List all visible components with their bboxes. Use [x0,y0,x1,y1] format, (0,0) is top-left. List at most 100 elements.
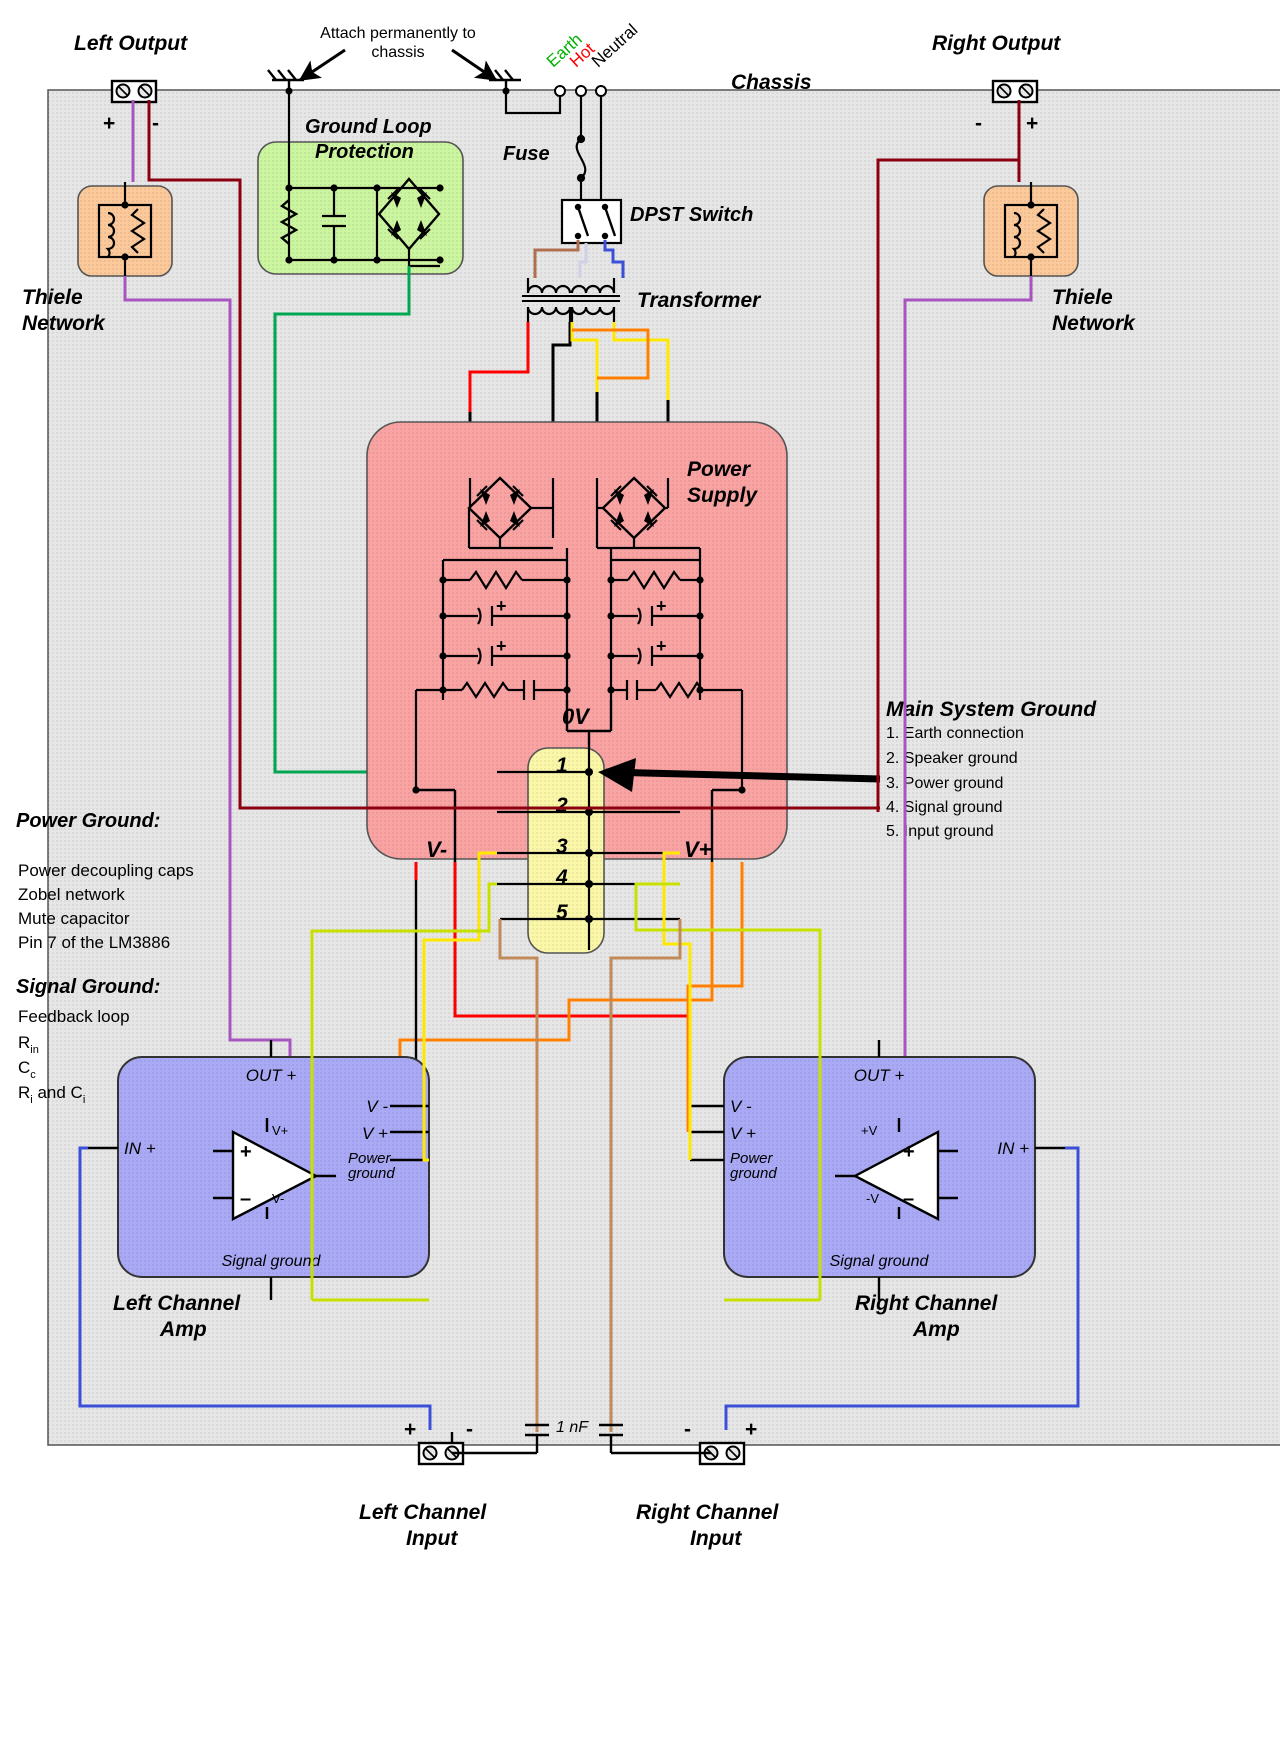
wire-pin5-input-ground-right [609,919,682,1432]
ground-bus-terminal-numbers: 1 2 3 4 5 [555,754,568,924]
left-amp-out-plus: OUT + [246,1066,297,1085]
left-opamp-vplus: V+ [272,1123,288,1138]
mains-terminals [554,85,607,97]
ground-terminal-3: 3 [556,835,568,858]
right-amp-out-plus: OUT + [854,1066,905,1085]
thiele-network-right [983,182,1079,298]
psu-right-caps-plus: + + [656,596,667,656]
main-system-ground-pointer [598,758,881,792]
left-amp-power-ground-2: ground [348,1165,395,1182]
right-amp-in-plus: IN + [997,1139,1029,1158]
main-ground-item-4: 4. Signal ground [886,799,1003,816]
ground-loop-nodes [285,184,444,264]
transformer-symbol [522,278,620,322]
right-amp-power-ground-1: Power [730,1150,774,1167]
left-amp-power-ground-1: Power [348,1150,392,1167]
thiele-left-label-1: Thiele [22,286,83,309]
dpst-switch-label: DPST Switch [630,204,753,226]
psu-bridge-left [467,476,555,550]
right-opamp-plus: + [903,1141,915,1163]
right-output-label: Right Output [932,32,1061,55]
ground-loop-circuit [279,91,441,268]
wire-right-input-blue [724,1146,1080,1430]
main-ground-title: Main System Ground [886,698,1097,721]
left-input-minus: - [466,1418,473,1441]
right-input-title-2: Input [690,1527,742,1550]
v-plus-label: V+ [684,837,712,862]
left-opamp-plus: + [240,1141,252,1163]
power-supply-label-1: Power [687,458,752,481]
thiele-right-label-2: Network [1052,312,1136,335]
left-output-plus: + [103,112,115,135]
wire-left-spk-minus [147,100,880,810]
switch-to-transformer-wires [533,240,625,278]
bottom-cap-1nf [525,1423,623,1448]
cap-right-1-plus: + [656,596,667,616]
chassis-ground-icon-left [267,69,304,95]
power-supply-label-2: Supply [687,484,758,507]
ground-terminal-1: 1 [556,754,568,777]
signal-ground-item-rin: Rin [18,1033,39,1056]
ground-loop-protection-block [257,141,464,275]
dpst-switch[interactable] [560,198,623,245]
mains-labels: Earth Hot Neutral [543,20,641,71]
fuse-label: Fuse [503,143,550,165]
left-output-minus: - [152,112,159,135]
right-amp-v-plus: V + [730,1124,756,1143]
right-input-title-1: Right Channel [636,1501,779,1524]
right-opamp-symbol [835,1118,958,1221]
psu-filter-left [414,548,569,790]
signal-ground-item-1: Feedback loop [18,1007,130,1026]
cap-right-2-plus: + [656,636,667,656]
signal-ground-item-ri-ci: Ri and Ci [18,1083,85,1106]
signal-ground-title: Signal Ground: [16,976,160,998]
main-ground-item-5: 5. Input ground [886,823,994,840]
v-minus-label: V- [426,837,447,862]
wire-pin3-power-ground-right [662,851,692,1160]
power-ground-title: Power Ground: [16,810,160,832]
main-ground-bus[interactable] [527,747,605,954]
ground-terminal-5: 5 [556,901,568,924]
power-supply-block [366,421,788,860]
thiele-right-label-1: Thiele [1052,286,1113,309]
right-amp-signal-ground: Signal ground [830,1253,930,1270]
left-amp-in-plus: IN + [124,1139,156,1158]
left-opamp-symbol [213,1118,336,1221]
wire-right-spk-minus [876,158,1021,812]
psu-right-nodes [607,576,746,794]
right-amp-power-ground-2: ground [730,1165,777,1182]
wire-secondary-orange [572,328,650,380]
wire-pin3-power-ground-left [422,851,497,1162]
left-amp-signal-ground: Signal ground [222,1253,322,1270]
cap-left-2-plus: + [496,636,507,656]
input-ground-links [450,1432,711,1455]
power-ground-item-1: Power decoupling caps [18,861,194,880]
left-output-terminal[interactable] [110,79,158,104]
wire-vplus-right-amp [686,880,744,1132]
wire-pin4-signal-ground-left [310,882,497,1300]
transformer-label: Transformer [637,289,762,312]
right-opamp-minus: – [903,1188,914,1210]
right-amp-v-minus: V - [730,1097,752,1116]
left-input-terminal[interactable] [417,1441,465,1466]
left-amp-title-2: Amp [159,1318,207,1341]
chassis-label: Chassis [731,71,812,94]
left-amp-v-minus: V - [366,1097,388,1116]
neutral-label: Neutral [588,20,641,71]
wire-pin4-signal-ground-right [634,882,822,1300]
right-input-plus: + [745,1418,757,1441]
psu-bridge-right [595,476,702,560]
left-input-plus: + [404,1418,416,1441]
psu-left-nodes [412,576,571,794]
right-output-terminal[interactable] [991,79,1039,104]
right-amp-stubs [690,1040,1065,1300]
ground-loop-label-1: Ground Loop [305,116,432,138]
thiele-left-label-2: Network [22,312,106,335]
right-opamp-vplus: +V [861,1123,878,1138]
ground-terminal-2: 2 [555,794,568,817]
cap-1nf-label: 1 nF [556,1419,589,1436]
psu-left-caps-plus: + + [496,596,507,656]
left-output-label: Left Output [74,32,188,55]
wire-vplus-left-amp [398,880,714,1132]
